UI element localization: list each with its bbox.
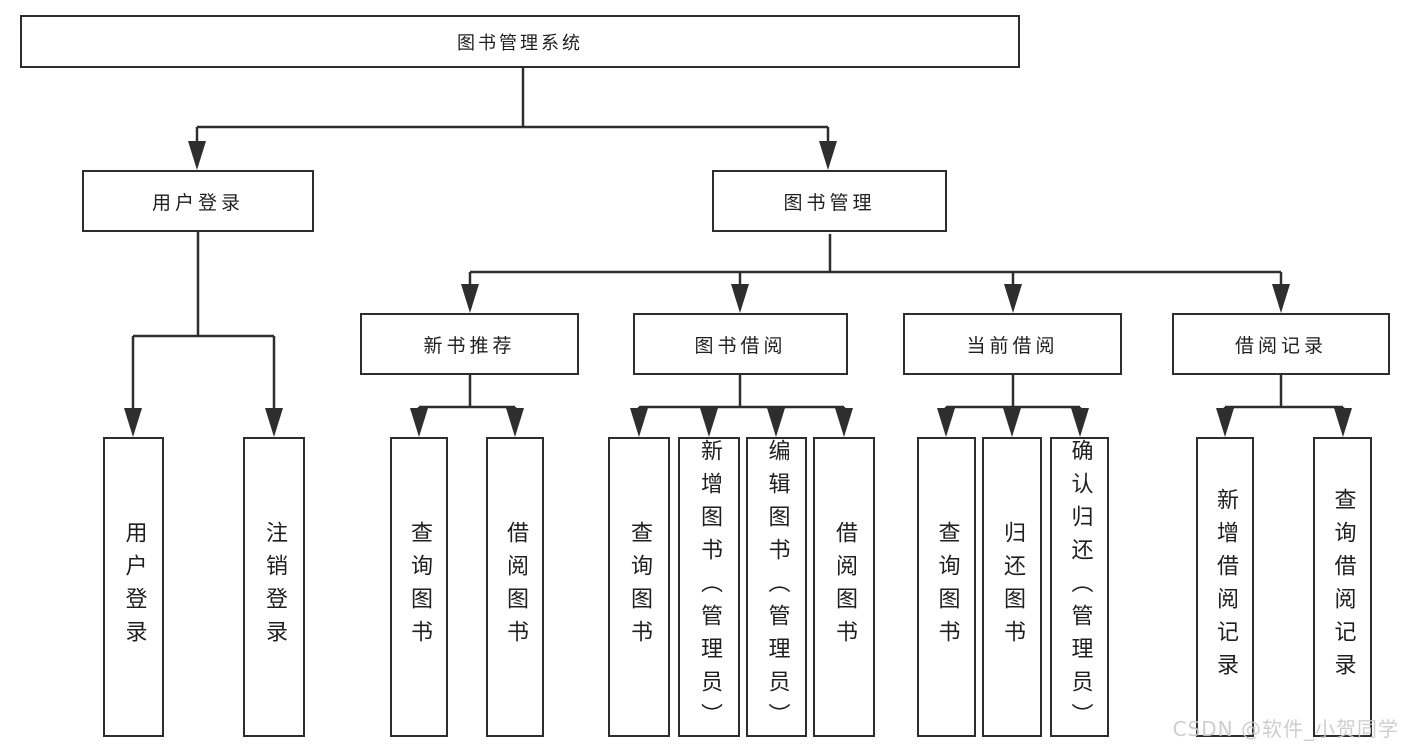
node-current-borrowing: 当前借阅 [903, 313, 1122, 375]
leaf-borrow-books: 借阅图书 [813, 437, 875, 737]
node-label: 借阅记录 [1234, 334, 1327, 357]
node-library-management-system: 图书管理系统 [20, 15, 1020, 68]
leaf-user-login: 用户登录 [103, 437, 164, 737]
leaf-label: 查询借阅记录 [1330, 488, 1356, 686]
leaf-add-books-admin: 新增图书（管理员） [678, 437, 740, 737]
leaf-label: 新增图书（管理员） [697, 438, 722, 736]
leaf-label: 新增借阅记录 [1213, 488, 1238, 686]
leaf-return-books: 归还图书 [982, 437, 1042, 737]
leaf-label: 归还图书 [1000, 521, 1025, 653]
leaf-label: 查询图书 [627, 521, 652, 653]
leaf-query-books-recommend: 查询图书 [390, 437, 448, 737]
leaf-label: 注销登录 [262, 521, 287, 653]
node-label: 图书管理 [783, 191, 876, 214]
leaf-logout: 注销登录 [243, 437, 305, 737]
node-label: 当前借阅 [966, 334, 1059, 357]
leaf-add-borrow-record: 新增借阅记录 [1196, 437, 1254, 737]
leaf-label: 查询图书 [934, 521, 960, 653]
node-book-management: 图书管理 [712, 170, 947, 232]
leaf-label: 编辑图书（管理员） [764, 438, 790, 736]
node-new-book-recommend: 新书推荐 [360, 313, 579, 375]
leaf-query-books-borrowing: 查询图书 [608, 437, 670, 737]
leaf-confirm-return-admin: 确认归还（管理员） [1050, 437, 1109, 737]
node-borrowing-records: 借阅记录 [1172, 313, 1390, 375]
leaf-label: 借阅图书 [503, 521, 528, 653]
node-label: 新书推荐 [423, 334, 516, 357]
leaf-label: 确认归还（管理员） [1067, 438, 1093, 736]
watermark: CSDN @软件_小贺同学 [1172, 717, 1399, 741]
node-book-borrowing: 图书借阅 [633, 313, 848, 375]
node-label: 图书管理系统 [457, 32, 583, 54]
leaf-label: 借阅图书 [832, 521, 857, 653]
leaf-label: 用户登录 [121, 521, 147, 653]
leaf-borrow-books-recommend: 借阅图书 [486, 437, 544, 737]
node-label: 用户登录 [151, 191, 244, 214]
node-label: 图书借阅 [694, 334, 787, 357]
leaf-query-books-current: 查询图书 [917, 437, 976, 737]
leaf-label: 查询图书 [407, 521, 432, 653]
node-user-login: 用户登录 [82, 170, 314, 232]
leaf-query-borrow-record: 查询借阅记录 [1313, 437, 1372, 737]
leaf-edit-books-admin: 编辑图书（管理员） [746, 437, 807, 737]
